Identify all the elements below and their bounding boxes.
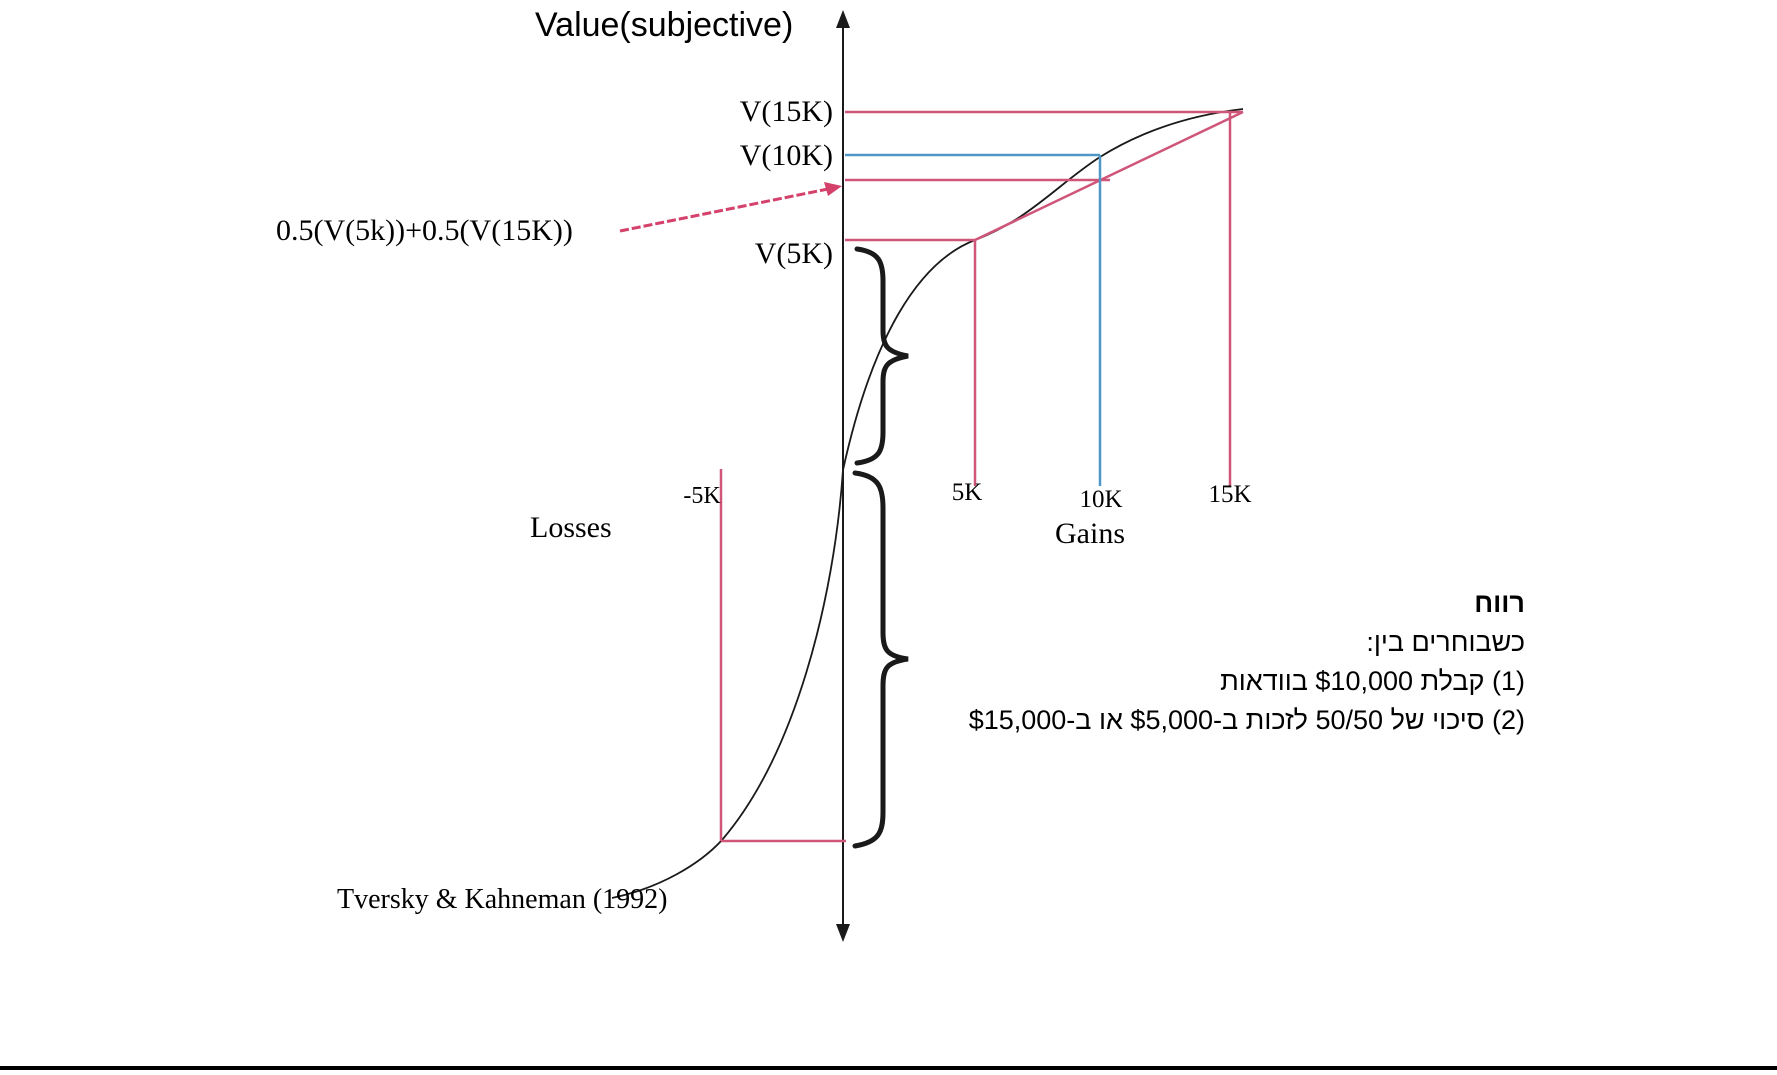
bottom-border	[0, 1066, 1777, 1070]
axis-title: Value(subjective)	[535, 6, 794, 44]
v5k-label: V(5K)	[754, 237, 833, 270]
gain-brace-icon	[854, 246, 909, 466]
hebrew-note: רווח כשבוחרים בין: (1) קבלת $10,000 בווד…	[765, 584, 1525, 740]
expected-value-formula: 0.5(V(5k))+0.5(V(15K))	[276, 214, 573, 247]
v10k-label: V(10K)	[739, 139, 833, 172]
citation: Tversky & Kahneman (1992)	[337, 884, 668, 915]
expected-value-arrowhead-icon	[824, 182, 842, 196]
y-axis-top-arrow-icon	[836, 10, 850, 28]
x-tick-10k: 10K	[1079, 486, 1123, 513]
value-curve-losses	[611, 469, 844, 899]
loss-brace-icon	[852, 470, 909, 849]
value-curve-gains	[842, 108, 1244, 471]
losses-caption: Losses	[530, 511, 612, 544]
y-axis-bottom-arrow-icon	[836, 924, 850, 942]
x-tick-15k: 15K	[1208, 481, 1252, 508]
expected-value-arrow	[619, 187, 829, 233]
x-tick-minus5k: -5K	[683, 483, 721, 509]
gains-caption: Gains	[1055, 517, 1125, 550]
v15k-label: V(15K)	[739, 95, 833, 128]
hebrew-note-intro: כשבוחרים בין:	[1366, 627, 1525, 657]
hebrew-note-option1: (1) קבלת $10,000 בוודאות	[1220, 666, 1525, 696]
hebrew-note-option2: (2) סיכוי של 50/50 לזכות ב-$5,000 או ב-$…	[968, 705, 1525, 735]
hebrew-note-heading: רווח	[1474, 588, 1525, 618]
gamble-chord-line	[974, 110, 1244, 242]
x-tick-5k: 5K	[951, 479, 983, 506]
